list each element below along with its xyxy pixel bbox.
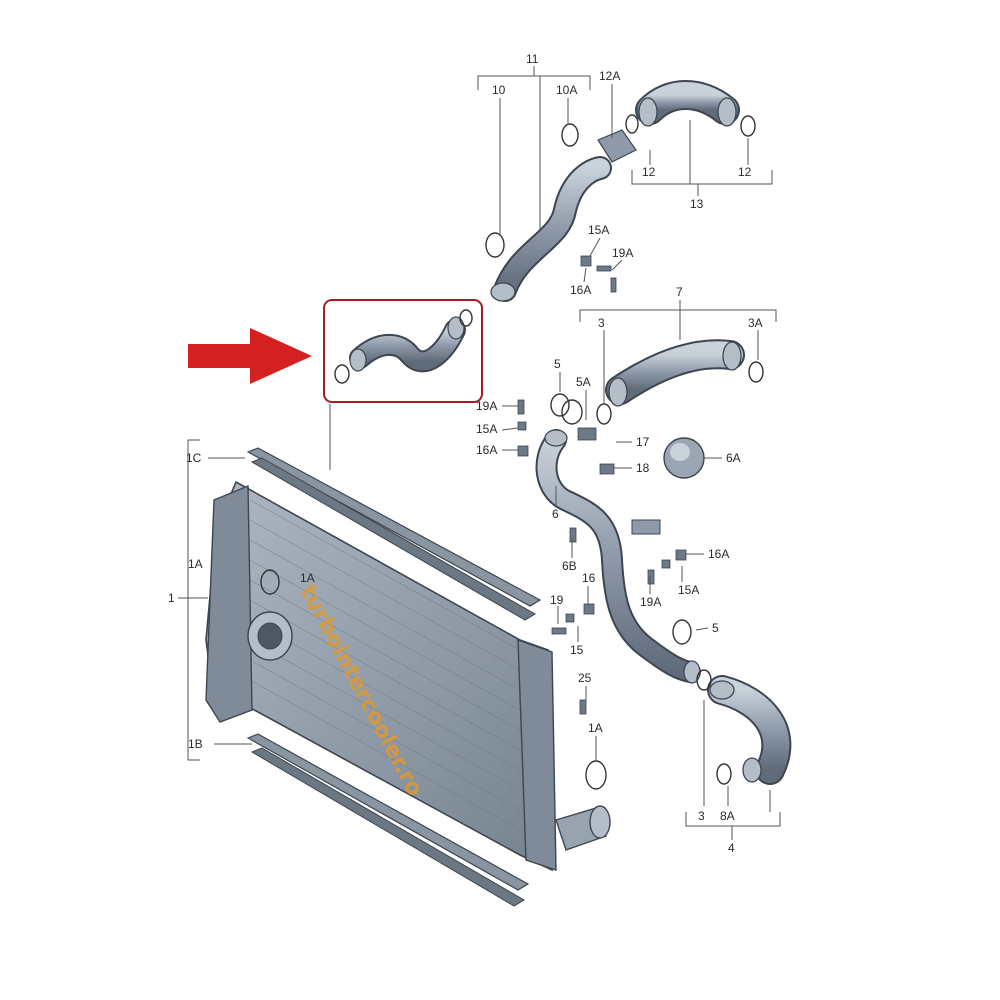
highlighted-hose (323, 299, 483, 403)
label-1A-bottom: 1A (588, 721, 603, 735)
label-16A-right: 16A (708, 547, 729, 561)
label-5A: 5A (576, 375, 591, 389)
label-19A-mid: 19A (476, 399, 497, 413)
highlight-frame (323, 299, 483, 403)
label-1A-left: 1A (188, 557, 203, 571)
label-1B: 1B (188, 737, 203, 751)
pointer-arrow-icon (188, 328, 312, 384)
label-17: 17 (636, 435, 650, 449)
label-3-bottom: 3 (698, 809, 705, 823)
label-15A-right: 15A (678, 583, 699, 597)
label-1A-radiator: 1A (300, 571, 315, 585)
fasteners (517, 255, 687, 715)
label-4: 4 (728, 841, 735, 855)
label-6: 6 (552, 507, 559, 521)
label-6A: 6A (726, 451, 741, 465)
label-13: 13 (690, 197, 704, 211)
label-15: 15 (570, 643, 584, 657)
label-16A-top: 16A (570, 283, 591, 297)
label-5-top: 5 (554, 357, 561, 371)
label-7: 7 (676, 285, 683, 299)
label-19A-top: 19A (612, 246, 633, 260)
cap-6A (663, 437, 705, 479)
label-10A: 10A (556, 83, 577, 97)
label-15A-top: 15A (588, 223, 609, 237)
label-12-left: 12 (642, 165, 656, 179)
label-16: 16 (582, 571, 596, 585)
label-15A-mid: 15A (476, 422, 497, 436)
label-19: 19 (550, 593, 564, 607)
label-3A: 3A (748, 316, 763, 330)
label-16A-mid: 16A (476, 443, 497, 457)
label-1C: 1C (186, 451, 202, 465)
label-8A: 8A (720, 809, 735, 823)
label-25: 25 (578, 671, 592, 685)
label-18: 18 (636, 461, 650, 475)
pipe-6 (535, 399, 701, 684)
label-1: 1 (168, 591, 175, 605)
hose-10 (490, 129, 637, 302)
label-11: 11 (526, 52, 539, 66)
hose-13 (625, 80, 756, 137)
intercooler-radiator (205, 447, 611, 907)
label-19A-right: 19A (640, 595, 661, 609)
label-10: 10 (492, 83, 506, 97)
hose-4 (696, 669, 792, 785)
leader-lines (178, 66, 781, 840)
label-5-right: 5 (712, 621, 719, 635)
part-labels: 11 10 10A 12A 12 12 13 15A 19A 16A 7 3 3… (168, 52, 763, 855)
label-12-right: 12 (738, 165, 752, 179)
label-3-top: 3 (598, 316, 605, 330)
label-6B: 6B (562, 559, 577, 573)
hose-7 (596, 339, 764, 425)
label-12A: 12A (599, 69, 620, 83)
